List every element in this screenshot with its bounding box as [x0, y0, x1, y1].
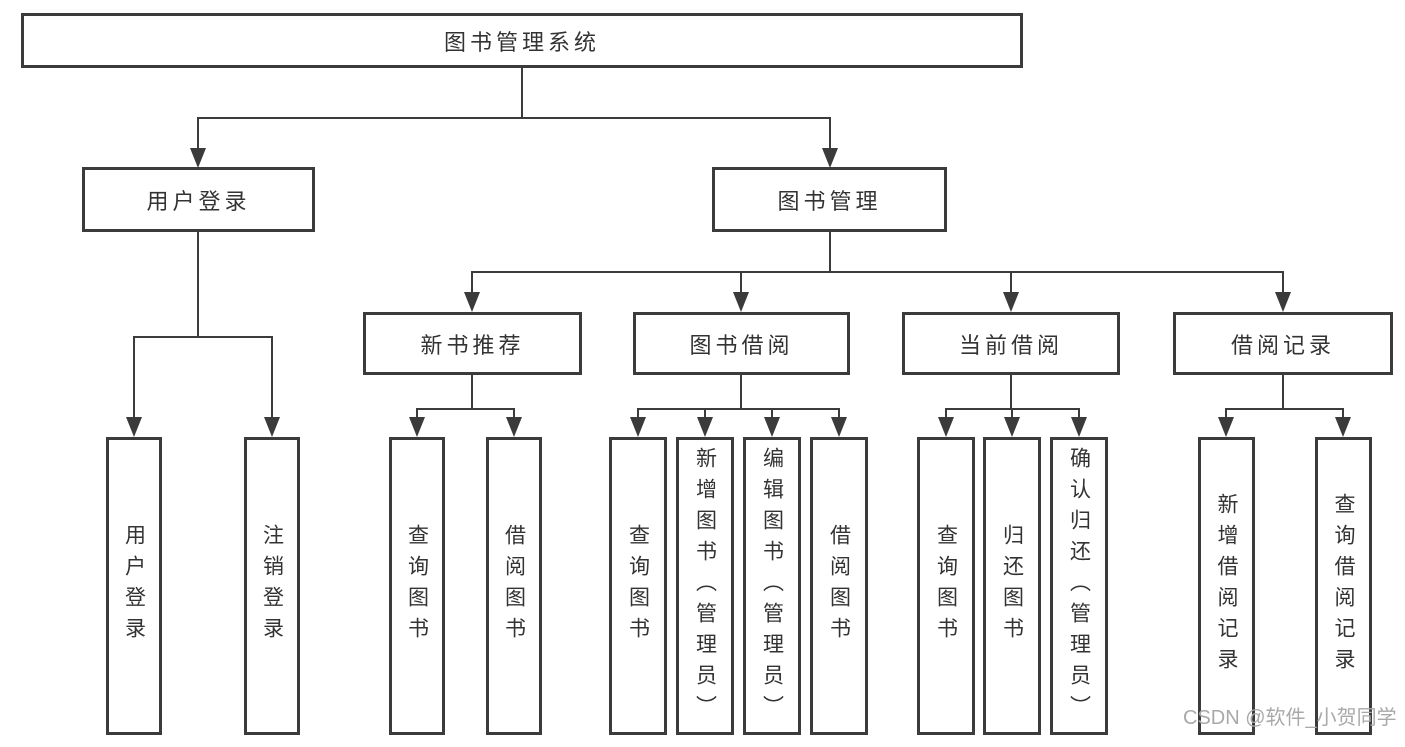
node-book-management: 图书管理 [712, 167, 947, 232]
arrowhead-leaf-add-books [697, 417, 713, 437]
connector-root-stem [521, 68, 523, 118]
connector-level2-splitter [197, 117, 831, 119]
arrowhead-leaf-query1 [409, 417, 425, 437]
connector-to-leaf-add-books [704, 408, 706, 419]
node-label: 归还图书 [1000, 524, 1024, 648]
node-label: 查询图书 [934, 524, 958, 648]
leaf-query-borrow-record: 查询借阅记录 [1315, 437, 1372, 735]
leaf-logout: 注销登录 [244, 437, 300, 735]
arrowhead-leaf-query2 [630, 417, 646, 437]
connector-to-leaf-query3 [945, 408, 947, 419]
leaf-add-books-admin: 新增图书（管理员） [676, 437, 734, 735]
connector-to-leaf-borrow1 [513, 408, 515, 419]
arrowhead-leaf-add-record [1218, 417, 1234, 437]
connector-user-login-stem [197, 232, 199, 337]
node-label: 当前借阅 [958, 332, 1063, 358]
arrowhead-leaf-return [1004, 417, 1020, 437]
connector-new-book-splitter [416, 408, 515, 410]
leaf-query-books-3: 查询图书 [917, 437, 975, 735]
connector-level3-splitter [471, 271, 1284, 273]
node-label: 查询借阅记录 [1332, 493, 1355, 679]
connector-book-borrow-splitter [637, 408, 840, 410]
csdn-watermark: CSDN @软件_小贺同学 [1183, 707, 1397, 729]
connector-to-leaf-add-record [1225, 408, 1227, 419]
arrowhead-book-management [822, 148, 838, 168]
node-label: 图书借阅 [689, 332, 794, 358]
connector-to-leaf-return [1011, 408, 1013, 419]
node-book-borrow: 图书借阅 [633, 312, 850, 375]
arrowhead-user-login [190, 148, 206, 168]
connector-to-leaf-query-record [1342, 408, 1344, 419]
node-borrow-records: 借阅记录 [1173, 312, 1393, 375]
node-label: 新书推荐 [420, 332, 525, 358]
connector-to-leaf-query2 [637, 408, 639, 419]
node-label: 编辑图书（管理员） [760, 446, 784, 726]
leaf-query-books-2: 查询图书 [609, 437, 667, 735]
leaf-return-books: 归还图书 [983, 437, 1041, 735]
connector-book-borrow-stem [740, 375, 742, 409]
connector-to-book-management [829, 117, 831, 150]
node-label: 借阅记录 [1230, 332, 1335, 358]
arrowhead-leaf-user-login [126, 417, 142, 437]
connector-to-leaf-logout [271, 336, 273, 419]
node-label: 确认归还（管理员） [1067, 446, 1091, 726]
arrowhead-current-borrow [1003, 292, 1019, 312]
node-label: 注销登录 [260, 524, 284, 648]
node-label: 图书管理 [777, 188, 882, 214]
connector-to-leaf-confirm-return [1078, 408, 1080, 419]
connector-borrow-records-stem [1282, 375, 1284, 409]
connector-to-user-login [197, 117, 199, 150]
arrowhead-leaf-borrow2 [831, 417, 847, 437]
connector-user-login-splitter [133, 336, 273, 338]
connector-borrow-records-splitter [1225, 408, 1344, 410]
node-label: 查询图书 [626, 524, 650, 648]
arrowhead-leaf-query-record [1335, 417, 1351, 437]
arrowhead-new-book-recommend [464, 292, 480, 312]
arrowhead-leaf-edit-books [764, 417, 780, 437]
connector-to-leaf-edit-books [771, 408, 773, 419]
node-system-root: 图书管理系统 [21, 13, 1023, 68]
connector-current-borrow-stem [1010, 375, 1012, 409]
arrowhead-book-borrow [733, 292, 749, 312]
leaf-add-borrow-record: 新增借阅记录 [1198, 437, 1255, 735]
connector-new-book-stem [471, 375, 473, 409]
node-label: 借阅图书 [502, 524, 526, 648]
arrowhead-leaf-logout [264, 417, 280, 437]
node-label: 新增图书（管理员） [693, 446, 717, 726]
node-label: 新增借阅记录 [1215, 493, 1238, 679]
leaf-user-login: 用户登录 [106, 437, 162, 735]
arrowhead-borrow-records [1275, 292, 1291, 312]
connector-book-management-stem [829, 232, 831, 273]
connector-to-book-borrow [740, 271, 742, 294]
leaf-borrow-books-2: 借阅图书 [810, 437, 868, 735]
node-label: 图书管理系统 [443, 29, 600, 55]
connector-to-leaf-user-login [133, 336, 135, 419]
connector-to-borrow-records [1282, 271, 1284, 294]
leaf-edit-books-admin: 编辑图书（管理员） [743, 437, 801, 735]
leaf-query-books-1: 查询图书 [389, 437, 445, 735]
connector-to-leaf-query1 [416, 408, 418, 419]
arrowhead-leaf-confirm-return [1071, 417, 1087, 437]
node-label: 查询图书 [405, 524, 429, 648]
connector-to-new-book-recommend [471, 271, 473, 294]
node-current-borrow: 当前借阅 [902, 312, 1120, 375]
node-label: 用户登录 [122, 524, 146, 648]
node-label: 用户登录 [146, 188, 251, 214]
leaf-borrow-books-1: 借阅图书 [486, 437, 542, 735]
leaf-confirm-return-admin: 确认归还（管理员） [1050, 437, 1108, 735]
node-label: 借阅图书 [827, 524, 851, 648]
arrowhead-leaf-query3 [938, 417, 954, 437]
connector-to-leaf-borrow2 [838, 408, 840, 419]
node-new-book-recommend: 新书推荐 [363, 312, 582, 375]
connector-to-current-borrow [1010, 271, 1012, 294]
arrowhead-leaf-borrow1 [506, 417, 522, 437]
node-user-login: 用户登录 [82, 167, 315, 232]
